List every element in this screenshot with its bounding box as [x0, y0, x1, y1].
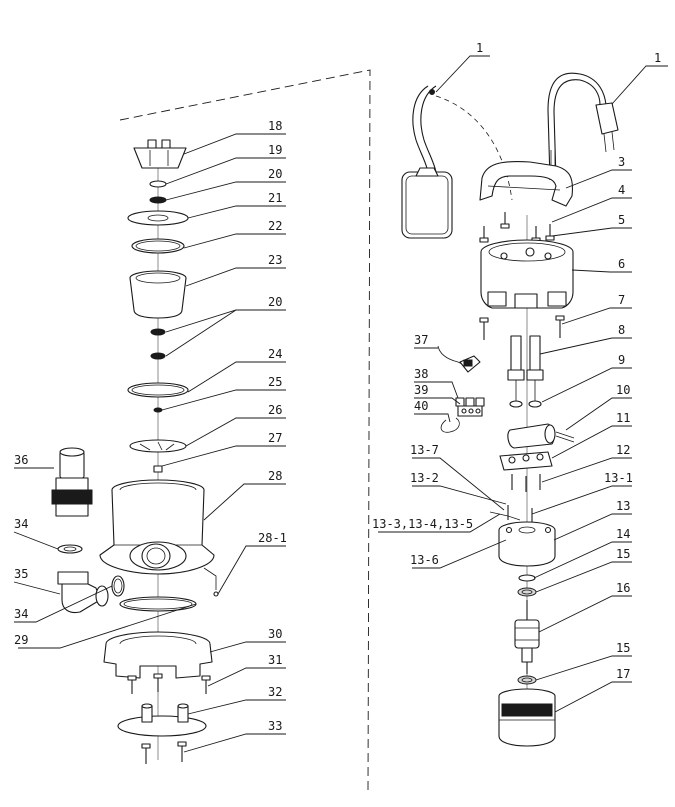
callout-1a: 1 — [476, 41, 483, 55]
callout-39: 39 — [414, 383, 428, 397]
callout-40: 40 — [414, 399, 428, 413]
callout-33: 33 — [268, 719, 282, 733]
callout-7: 7 — [618, 293, 625, 307]
callout-30: 30 — [268, 627, 282, 641]
callout-17: 17 — [616, 667, 630, 681]
callout-14: 14 — [616, 527, 630, 541]
center-axes — [157, 150, 528, 760]
callout-5: 5 — [618, 213, 625, 227]
rotor-shaft-16 — [514, 600, 540, 685]
leader-lines — [13, 55, 668, 753]
capacitor — [507, 423, 575, 449]
callout-8: 8 — [618, 323, 625, 337]
callout-11: 11 — [616, 411, 630, 425]
callout-34b: 34 — [14, 607, 28, 621]
callout-20a: 20 — [268, 167, 282, 181]
assembly-boundary — [119, 69, 371, 791]
callout-27: 27 — [268, 431, 282, 445]
outlet-adapter-36 — [51, 447, 93, 517]
callout-19: 19 — [268, 143, 282, 157]
motor-cover-housing — [480, 239, 574, 309]
callout-1b: 1 — [654, 51, 661, 65]
connectors-38-39-40 — [440, 397, 485, 433]
ring-24-25 — [127, 382, 189, 413]
gasket-34 — [57, 544, 83, 554]
washers-20 — [150, 328, 166, 360]
callout-35: 35 — [14, 567, 28, 581]
callout-28-1: 28-1 — [258, 531, 287, 545]
callout-21: 21 — [268, 191, 282, 205]
power-cable-plug — [547, 72, 619, 181]
callout-36: 36 — [14, 453, 28, 467]
screws-7 — [479, 315, 565, 340]
callout-13-3-4-5: 13-3,13-4,13-5 — [372, 517, 473, 531]
callout-labels: 1 1 3 4 5 6 7 8 9 10 11 12 13 13-1 13-2 … — [14, 41, 661, 733]
callout-18: 18 — [268, 119, 282, 133]
callout-29: 29 — [14, 633, 28, 647]
callout-12: 12 — [616, 443, 630, 457]
callout-20b: 20 — [268, 295, 282, 309]
callout-26: 26 — [268, 403, 282, 417]
float-switch — [401, 85, 513, 239]
foot-plate-32 — [117, 703, 207, 737]
o-ring-29 — [119, 596, 197, 612]
callout-32: 32 — [268, 685, 282, 699]
callout-13-2: 13-2 — [410, 471, 439, 485]
callout-9: 9 — [618, 353, 625, 367]
pump-housing-28 — [99, 479, 219, 597]
terminal-block-11-12 — [499, 451, 553, 492]
callout-34a: 34 — [14, 517, 28, 531]
thermal-protector-37 — [437, 345, 481, 373]
callout-13-1: 13-1 — [604, 471, 633, 485]
callout-13: 13 — [616, 499, 630, 513]
callout-22: 22 — [268, 219, 282, 233]
stator-13 — [489, 505, 556, 567]
callout-31: 31 — [268, 653, 282, 667]
screws-31 — [127, 673, 211, 694]
o-ring-22 — [131, 238, 185, 254]
callout-4: 4 — [618, 183, 625, 197]
callout-25: 25 — [268, 375, 282, 389]
base-30 — [103, 631, 213, 679]
filter-cap-18 — [133, 139, 187, 169]
screws-4-5 — [479, 212, 555, 243]
oil-chamber-17 — [498, 688, 556, 747]
callout-23: 23 — [268, 253, 282, 267]
callout-15b: 15 — [616, 641, 630, 655]
callout-13-6: 13-6 — [410, 553, 439, 567]
callout-38: 38 — [414, 367, 428, 381]
callout-24: 24 — [268, 347, 282, 361]
cable-clamp-handle — [479, 160, 574, 207]
callout-10: 10 — [616, 383, 630, 397]
callout-28: 28 — [268, 469, 282, 483]
sleeve-23 — [129, 270, 187, 319]
disc-21 — [127, 210, 189, 226]
cable-gland-8-9 — [507, 335, 544, 408]
washers-19-20 — [149, 180, 167, 204]
callout-16: 16 — [616, 581, 630, 595]
callout-13-7: 13-7 — [410, 443, 439, 457]
callout-15a: 15 — [616, 547, 630, 561]
callout-37: 37 — [414, 333, 428, 347]
screws-33 — [141, 741, 187, 764]
callout-6: 6 — [618, 257, 625, 271]
callout-3: 3 — [618, 155, 625, 169]
